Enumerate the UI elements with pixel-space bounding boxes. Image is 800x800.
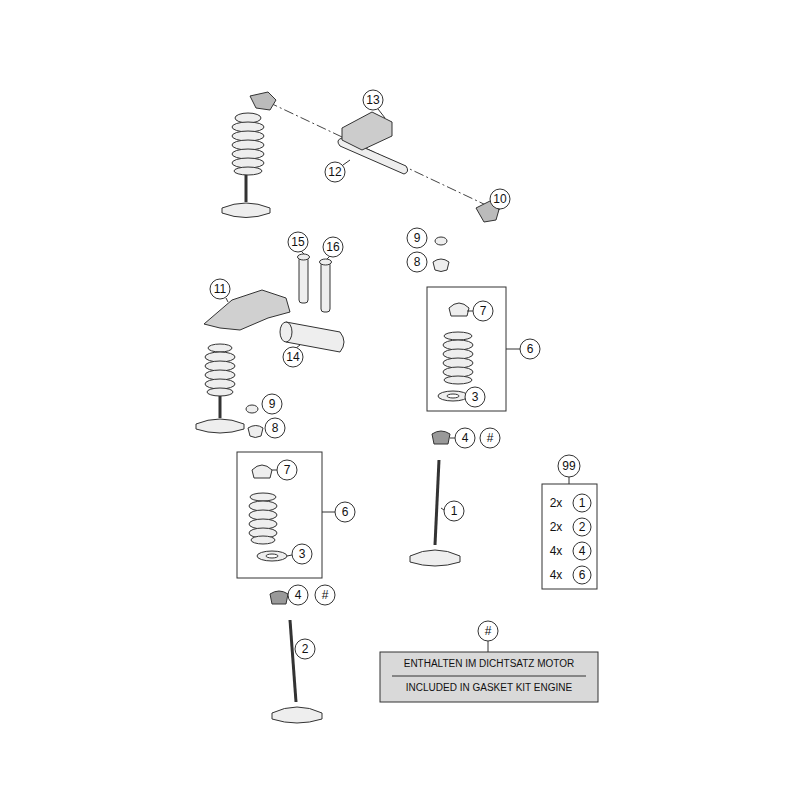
callout-number: 11 [205,281,235,297]
callout-number: 6 [515,341,545,357]
callout-number: # [310,587,340,603]
callout-number: 1 [439,503,469,519]
callout-number: # [475,430,505,446]
note-box: #ENTHALTEN IM DICHTSATZ MOTORINCLUDED IN… [380,652,598,702]
callout-number: 2 [290,641,320,657]
callout-number: 4x [541,567,571,583]
callout-number: 9 [402,230,432,246]
group-box: 673 [237,452,322,578]
callout-number: 7 [468,303,498,319]
callout-number: 6 [567,567,597,583]
callout-number: 9 [257,396,287,412]
callout-number: 4 [450,430,480,446]
callout-number: 2x [541,519,571,535]
callout-number: 16 [318,239,348,255]
callout-number: 12 [320,164,350,180]
callout-number: 8 [260,420,290,436]
callout-number: 15 [283,234,313,250]
callout-number: 99 [554,458,584,474]
note-text: ENTHALTEN IM DICHTSATZ MOTOR [380,653,598,675]
callout-number: 3 [460,389,490,405]
callout-number: 7 [272,462,302,478]
callout-number: # [473,623,503,639]
callout-number: 13 [358,92,388,108]
callout-number: 2x [541,495,571,511]
callout-number: 1 [567,495,597,511]
callout-number: 6 [330,504,360,520]
note-text: INCLUDED IN GASKET KIT ENGINE [380,677,598,699]
callout-number: 2 [567,519,597,535]
callout-number: 10 [485,191,515,207]
callout-number: 14 [278,349,308,365]
callout-number: 8 [402,254,432,270]
callout-number: 4x [541,543,571,559]
callout-number: 4 [567,543,597,559]
group-box: 673 [427,287,506,411]
callout-number: 3 [287,546,317,562]
callout-number: 4 [283,587,313,603]
kit-box: 992x12x24x44x6 [542,484,597,589]
